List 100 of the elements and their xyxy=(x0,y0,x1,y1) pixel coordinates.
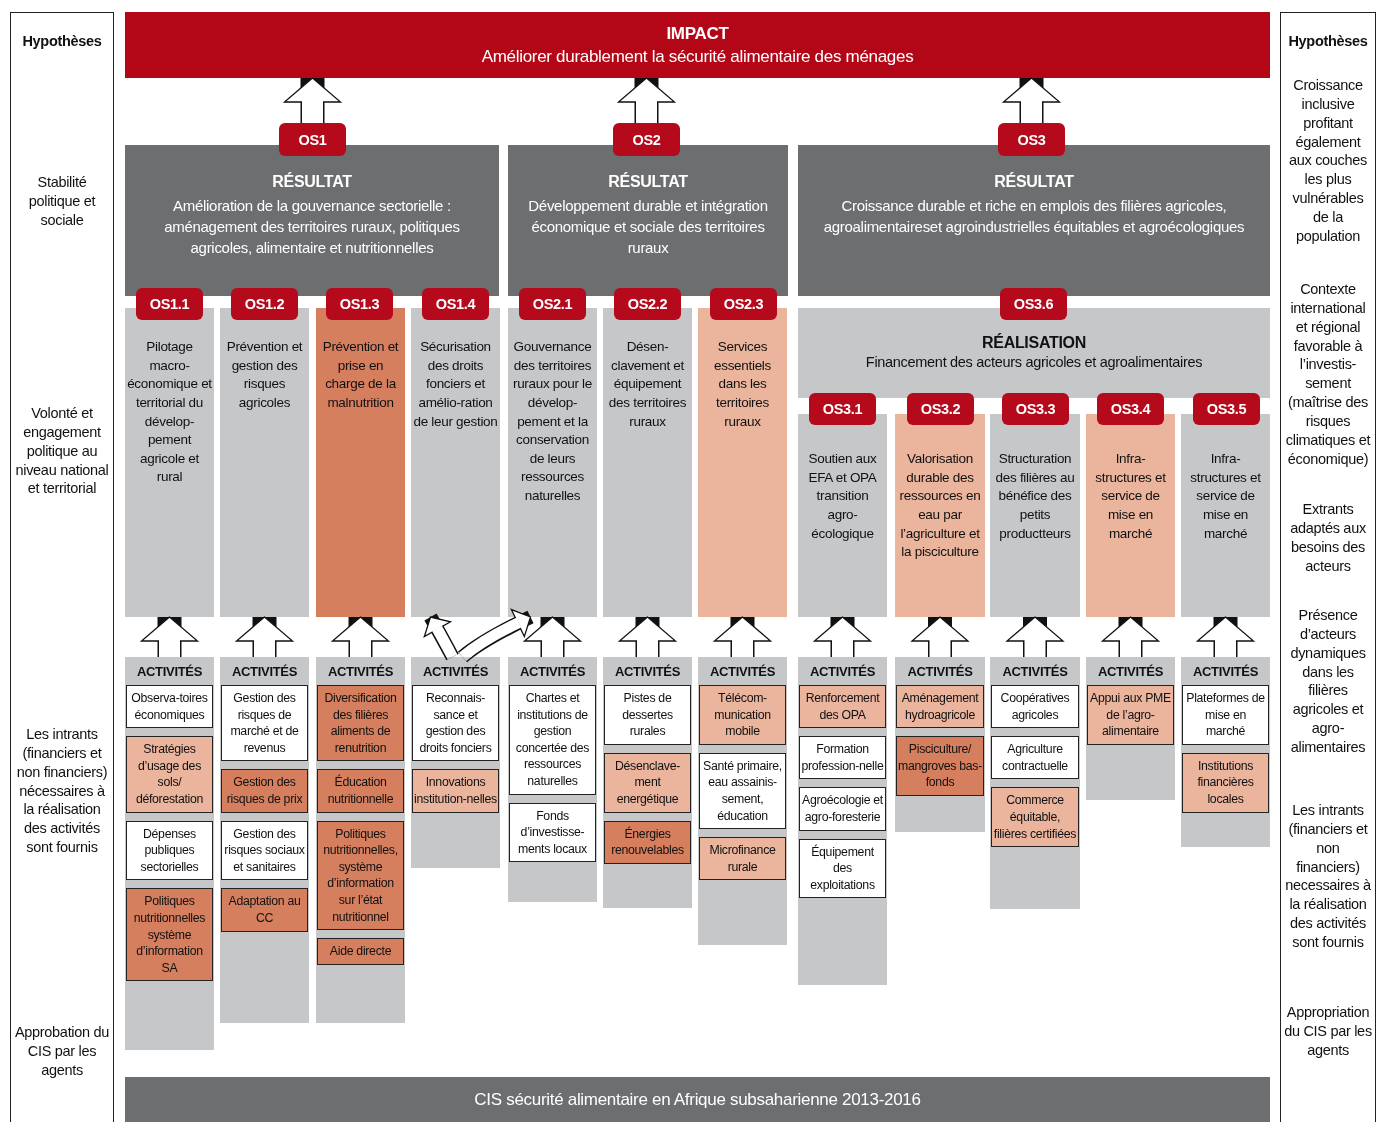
activity-column xyxy=(895,657,985,832)
assumption-text: Stabilité politique et sociale xyxy=(27,172,97,230)
activity-box: Renforcement des OPA xyxy=(799,685,886,729)
assumptions-panel xyxy=(10,12,114,1122)
result-box xyxy=(125,145,499,296)
block-arrow xyxy=(618,616,677,657)
objective-column: Valorisation durable des ressources en eau par l’agriculture et la pisciculture xyxy=(895,414,985,617)
activity-box: Gestion des risques de marché et de revenus xyxy=(221,685,308,762)
objective-column: Prévention et prise en charge de la malnutrition xyxy=(316,308,405,617)
activity-column xyxy=(1086,657,1175,800)
activity-column xyxy=(316,657,405,1023)
column-heading: ACTIVITÉS xyxy=(518,663,587,681)
objective-badge: OS1.4 xyxy=(422,288,489,320)
result-text: Développement durable et intégration économique et sociale des territoires ruraux xyxy=(527,196,769,258)
activity-box: Coopératives agricoles xyxy=(991,685,1079,729)
activity-box: Commerce équitable, filières certifiées xyxy=(991,787,1079,848)
assumption-text: Contexte international et régional favorable à l’investis-sement (maîtrise des risques climatiques et économique) xyxy=(1284,279,1372,469)
block-arrow xyxy=(1196,616,1255,657)
activity-box: Pistes de dessertes rurales xyxy=(604,685,691,745)
activity-box: Reconnais-sance et gestion des droits fonciers xyxy=(412,685,499,762)
block-arrow xyxy=(813,616,872,657)
activity-column xyxy=(603,657,692,908)
column-heading: ACTIVITÉS xyxy=(135,663,204,681)
objective-badge: OS1.2 xyxy=(231,288,298,320)
result-box xyxy=(798,145,1270,296)
result-text: Amélioration de la gouvernance sectorielle : aménagement des territoires ruraux, politiques agricoles, alimentaire et nutritionnelles xyxy=(163,196,461,258)
activity-box: Formation profession-nelle xyxy=(799,736,886,780)
assumption-text: Présence d’acteurs dynamiques dans les filières agricoles et agro-alimentaires xyxy=(1289,605,1367,757)
realisation-text: Financement des acteurs agricoles et agroalimentaires xyxy=(865,354,1203,370)
activity-box: Éducation nutritionnelle xyxy=(317,769,404,813)
assumption-text: Volonté et engagement politique au niveau national et territorial xyxy=(14,403,110,499)
impact-banner xyxy=(125,12,1270,78)
column-heading: ACTIVITÉS xyxy=(326,663,395,681)
objective-badge: OS2.3 xyxy=(710,288,777,320)
activity-column xyxy=(411,657,500,868)
activity-box: Santé primaire, eau assainis-sement, éducation xyxy=(699,752,786,830)
objective-column: Structuration des filières au bénéfice des petits productteurs xyxy=(990,414,1080,617)
activity-box: Agriculture contractuelle xyxy=(991,736,1079,780)
objective-badge: OS2 xyxy=(613,123,680,156)
activity-column xyxy=(798,657,887,985)
objective-badge: OS3.6 xyxy=(1000,288,1067,320)
result-heading: RÉSULTAT xyxy=(272,173,352,191)
activity-box: Énergies renouvelables xyxy=(604,820,691,864)
result-box xyxy=(508,145,788,296)
activity-box: Institutions financières locales xyxy=(1182,752,1269,813)
activity-column xyxy=(220,657,309,1023)
activity-column xyxy=(508,657,597,902)
objective-badge: OS3 xyxy=(998,123,1065,156)
block-arrow xyxy=(911,616,969,657)
block-arrow xyxy=(1101,616,1160,657)
activity-box: Désenclave-ment energétique xyxy=(604,752,691,813)
objective-badge: OS1.3 xyxy=(326,288,393,320)
realisation-heading: RÉALISATION xyxy=(982,334,1086,352)
activity-column xyxy=(125,657,214,1050)
assumption-text: Appropriation du CIS par les agents xyxy=(1283,1002,1373,1060)
activity-box: Équipement des exploitations xyxy=(799,838,886,899)
objective-column: Sécurisation des droits fonciers et amélio-ration de leur gestion xyxy=(411,308,500,617)
activity-column xyxy=(990,657,1080,909)
column-heading: ACTIVITÉS xyxy=(1001,663,1069,681)
objective-column: Services essentiels dans les territoires ruraux xyxy=(698,308,787,617)
block-arrow xyxy=(617,77,676,123)
objective-column: Désen-clavement et équipement des territoires ruraux xyxy=(603,308,692,617)
objective-badge: OS1.1 xyxy=(136,288,203,320)
objective-column: Pilotage macro-économique et territorial du dévelop-pement agricole et rural xyxy=(125,308,214,617)
block-arrow xyxy=(1002,77,1061,123)
assumption-text: Extrants adaptés aux besoins des acteurs xyxy=(1289,500,1367,576)
column-heading: ACTIVITÉS xyxy=(1191,663,1260,681)
assumptions-panel xyxy=(1280,12,1376,1122)
objective-badge: OS3.1 xyxy=(809,393,876,425)
panel-heading: Hypothèses xyxy=(1287,31,1369,51)
result-heading: RÉSULTAT xyxy=(994,173,1074,191)
activity-box: Observa-toires économiques xyxy=(126,685,213,729)
activity-box: Stratégies d’usage des sols/ déforestation xyxy=(126,736,213,813)
activity-column xyxy=(1181,657,1270,847)
activity-box: Aménagement hydroagricole xyxy=(896,685,984,729)
block-arrow xyxy=(523,616,582,657)
activity-box: Appui aux PME de l’agro-alimentaire xyxy=(1087,685,1174,745)
objective-badge: OS3.5 xyxy=(1193,393,1260,425)
banner-heading: IMPACT xyxy=(666,23,729,44)
footer-bar: CIS sécurité alimentaire en Afrique subsaharienne 2013-2016 xyxy=(125,1077,1270,1122)
column-heading: ACTIVITÉS xyxy=(1096,663,1165,681)
objective-badge: OS3.4 xyxy=(1097,393,1164,425)
activity-box: Microfinance rurale xyxy=(699,837,786,881)
block-arrow xyxy=(458,608,534,663)
objective-column: Prévention et gestion des risques agricoles xyxy=(220,308,309,617)
objective-badge: OS2.2 xyxy=(614,288,681,320)
activity-box: Plateformes de mise en marché xyxy=(1182,685,1269,745)
activity-box: Aide directe xyxy=(317,938,404,965)
column-heading: ACTIVITÉS xyxy=(613,663,682,681)
activity-box: Politiques nutritionnelles système d’information SA xyxy=(126,888,213,982)
column-heading: ACTIVITÉS xyxy=(808,663,877,681)
activity-box: Chartes et institutions de gestion concertée des ressources naturelles xyxy=(509,685,596,795)
block-arrow xyxy=(283,77,342,123)
column-heading: ACTIVITÉS xyxy=(906,663,974,681)
activity-box: Dépenses publiques sectorielles xyxy=(126,820,213,881)
assumption-text: Approbation du CIS par les agents xyxy=(13,1022,111,1080)
block-arrow xyxy=(235,616,294,657)
objective-column: Infra-structures et service de mise en marché xyxy=(1181,414,1270,617)
result-text: Croissance durable et riche en emplois des filières agricoles, agroalimentaireset agroindustrielles équitables et agroécologiques xyxy=(822,196,1246,237)
activity-box: Agroécologie et agro-foresterie xyxy=(799,787,886,831)
